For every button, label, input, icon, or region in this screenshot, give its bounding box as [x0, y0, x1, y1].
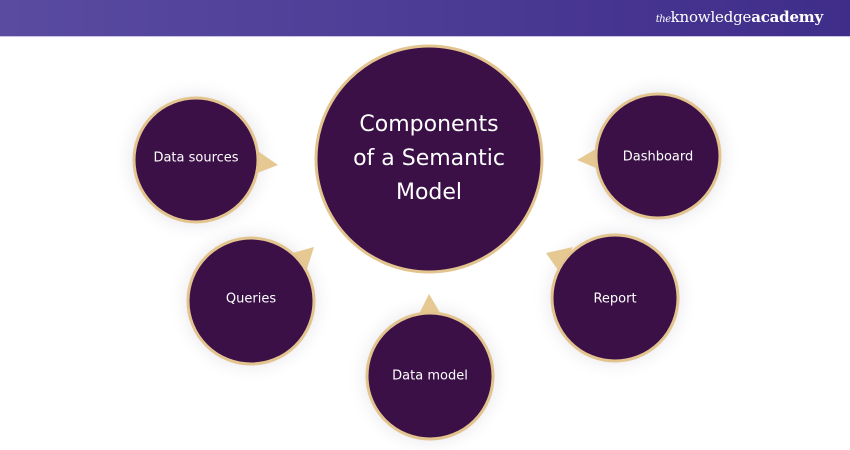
- center-title: Components of a Semantic Model: [353, 108, 505, 210]
- pointer-data-model: [418, 294, 442, 316]
- node-circle-report: [550, 233, 680, 363]
- brand-name: knowledge: [670, 8, 752, 26]
- node-label-dashboard: Dashboard: [622, 149, 694, 165]
- node-label-queries: Queries: [225, 291, 277, 307]
- pointer-queries: [289, 247, 314, 272]
- center-title-line-2: of a Semantic: [353, 146, 505, 171]
- brand-prefix: the: [655, 14, 671, 25]
- node-circle-queries: [186, 236, 316, 366]
- node-circle-data-model: [365, 311, 495, 441]
- brand-logo: theknowledgeacademy: [656, 8, 823, 26]
- node-label-data-model: Data model: [392, 368, 468, 384]
- pointer-report: [546, 247, 573, 273]
- center-title-line-1: Components: [359, 112, 499, 137]
- center-title-line-3: Model: [395, 180, 463, 205]
- node-label-report: Report: [593, 291, 637, 307]
- node-circle-dashboard: [594, 92, 722, 220]
- brand-suffix: academy: [751, 8, 823, 26]
- header-banner: theknowledgeacademy: [0, 0, 850, 37]
- node-label-data-sources: Data sources: [153, 150, 239, 166]
- center-circle: [314, 44, 544, 274]
- node-circle-data-sources: [132, 96, 260, 224]
